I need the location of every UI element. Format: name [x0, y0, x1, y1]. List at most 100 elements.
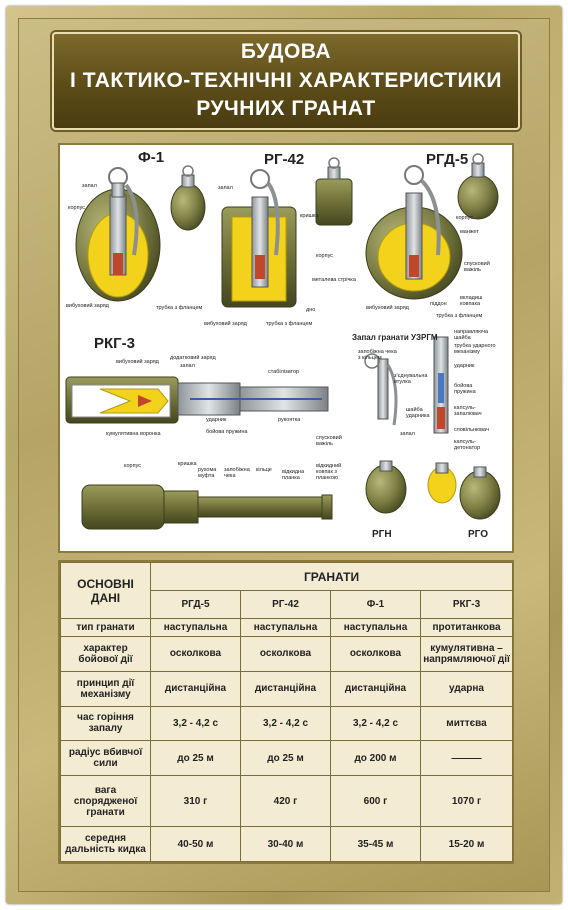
rgd5-label-charge: вибуховий заряд: [366, 305, 409, 311]
table-cell: дистанційна: [330, 670, 421, 707]
table-cell: до 200 м: [330, 740, 421, 776]
rkg3-label-spring: бойова пружина: [206, 429, 248, 435]
title-line-3: РУЧНИХ ГРАНАТ: [196, 97, 376, 120]
rkg3-cutaway: [65, 376, 329, 424]
row-label: характер бойової дії: [60, 636, 151, 672]
rgd5-label-mansheta: манжет: [460, 229, 479, 235]
rg42-name: РГ-42: [264, 151, 305, 168]
rkg3ext-label-pin: запобіжна чека: [224, 467, 250, 479]
table-cell: 310 г: [150, 774, 241, 828]
rkg3ext-label-sleeve: рухома муфта: [198, 467, 217, 479]
table-cell: ударна: [419, 670, 514, 707]
rgd5-name: РГД-5: [426, 151, 469, 168]
grenade-diagram-panel: Ф-1 РГ-42 РГД-5 РКГ-3 Запал гранати УЗРГ…: [58, 143, 514, 553]
uzrgm-label-sleeve: з'єднувальна втулка: [394, 373, 428, 385]
column-header: РГД-5: [150, 590, 241, 619]
table-row: принцип дії механізму дистанційна дистан…: [60, 670, 514, 707]
uzrgm-title: Запал гранати УЗРГМ: [352, 333, 438, 342]
rgd5-exterior: [457, 153, 499, 220]
row-label: середня дальність кидка: [60, 826, 151, 862]
table-cell: 600 г: [330, 774, 421, 828]
f1-label-tube: трубка з фланцем: [156, 305, 203, 311]
table-row: радіус вбивчої сили до 25 м до 25 м до 2…: [60, 740, 514, 776]
rgo-exterior: [459, 466, 501, 520]
f1-label-charge: вибуховий заряд: [66, 303, 109, 309]
table-cell: осколкова: [150, 636, 241, 672]
table-cell: 35-45 м: [330, 826, 421, 862]
table-cell: 3,2 - 4,2 с: [150, 705, 241, 742]
specs-table-grid: ОСНОВНІ ДАНІ ГРАНАТИ РГД-5 РГ-42 Ф-1 РКГ…: [60, 562, 514, 862]
rg42-label-tube: трубка з фланцем: [266, 321, 313, 327]
table-cell: 3,2 - 4,2 с: [240, 705, 331, 742]
rgo-cutaway: [427, 462, 457, 504]
rkg3-label-charge: вибуховий заряд: [116, 359, 159, 365]
f1-label-zapal: запал: [82, 183, 97, 189]
rg42-label-strip: металева стрічка: [312, 277, 356, 283]
row-label: тип гранати: [60, 617, 151, 638]
table-cell: 15-20 м: [419, 826, 514, 862]
row-label: принцип дії механізму: [60, 670, 151, 707]
rgd5-label-tube: трубка з фланцем: [436, 313, 483, 319]
rgo-name: РГО: [468, 529, 488, 540]
rgd5-label-pidon: піддон: [430, 301, 447, 307]
uzrgm-label-detonator: капсуль-детонатор: [454, 439, 481, 451]
uzrgm-label-pin: запобіжна чека з кільцем: [358, 349, 397, 361]
rkg3ext-label-cap: відкидний ковпак з планкою: [316, 463, 342, 481]
table-corner-header: ОСНОВНІ ДАНІ: [60, 562, 151, 619]
rkg3ext-label-ring: кільце: [256, 467, 272, 473]
rkg3-label-stabilizer: стабілізатор: [268, 369, 300, 375]
rg42-label-korpus: корпус: [316, 253, 334, 259]
table-cell: до 25 м: [240, 740, 331, 776]
table-cell: 420 г: [240, 774, 331, 828]
table-cell: 3,2 - 4,2 с: [330, 705, 421, 742]
rkg3-label-extra-charge: додатковий заряд: [170, 355, 216, 361]
rgd5-label-korpus: корпус: [456, 215, 474, 221]
title-line-1: БУДОВА: [240, 40, 332, 63]
table-cell: 40-50 м: [150, 826, 241, 862]
uzrgm-label-striker: ударник: [454, 363, 475, 369]
title-line-2: І ТАКТИКО-ТЕХНІЧНІ ХАРАКТЕРИСТИКИ: [70, 69, 502, 92]
rkg3-label-handle: рукоятка: [278, 417, 301, 423]
table-row: характер бойової дії осколкова осколкова…: [60, 636, 514, 672]
rgn-exterior: [365, 460, 407, 514]
uzrgm-label-zapal: запал: [400, 431, 415, 437]
grenade-illustrations: [65, 153, 501, 530]
f1-label-korpus: корпус: [68, 205, 86, 211]
uzrgm-label-capsule: капсуль-запалювач: [454, 405, 482, 417]
rgd5-cutaway: [365, 165, 463, 300]
rg42-label-dno: дно: [306, 307, 316, 313]
table-row: вага спорядженої гранати 310 г 420 г 600…: [60, 774, 514, 828]
table-cell: осколкова: [240, 636, 331, 672]
rkg3-label-cumulative: кумулятивна воронка: [106, 431, 161, 437]
rgd5-label-insert: вкладиш ковпака: [460, 295, 483, 307]
table-cell: наступальна: [150, 617, 241, 638]
table-row: тип гранати наступальна наступальна наст…: [60, 617, 514, 638]
f1-name: Ф-1: [138, 149, 165, 166]
rkg3-label-striker: ударник: [206, 417, 227, 423]
table-cell: до 25 м: [150, 740, 241, 776]
rkg3ext-label-korpus: корпус: [124, 463, 142, 469]
table-cell: ———: [419, 740, 514, 776]
rkg3ext-label-plank: відкидна планка: [282, 469, 305, 481]
rkg3ext-label-kryshka: кришка: [178, 461, 197, 467]
table-cell: дистанційна: [150, 670, 241, 707]
rg42-cutaway: [221, 169, 297, 308]
table-cell: наступальна: [330, 617, 421, 638]
uzrgm-label-washer: направляюча шайба: [454, 329, 489, 341]
column-header: РГ-42: [240, 590, 331, 619]
uzrgm-label-lever: спусковий важіль: [316, 435, 342, 447]
table-group-header: ГРАНАТИ: [149, 562, 514, 591]
f1-cutaway: [75, 167, 161, 302]
title-banner: БУДОВА І ТАКТИКО-ТЕХНІЧНІ ХАРАКТЕРИСТИКИ…: [52, 32, 520, 130]
uzrgm-label-tube: трубка ударного механізму: [454, 343, 496, 355]
table-cell: дистанційна: [240, 670, 331, 707]
rkg3-exterior: [81, 484, 333, 530]
rgn-name: РГН: [372, 529, 392, 540]
table-cell: осколкова: [330, 636, 421, 672]
row-label: вага спорядженої гранати: [60, 774, 151, 828]
rg42-label-charge: вибуховий заряд: [204, 321, 247, 327]
rgd5-label-lever: спусковий важіль: [464, 261, 490, 273]
uzrgm-fuse: [364, 336, 449, 434]
table-row: середня дальність кидка 40-50 м 30-40 м …: [60, 826, 514, 862]
column-header: Ф-1: [330, 590, 421, 619]
